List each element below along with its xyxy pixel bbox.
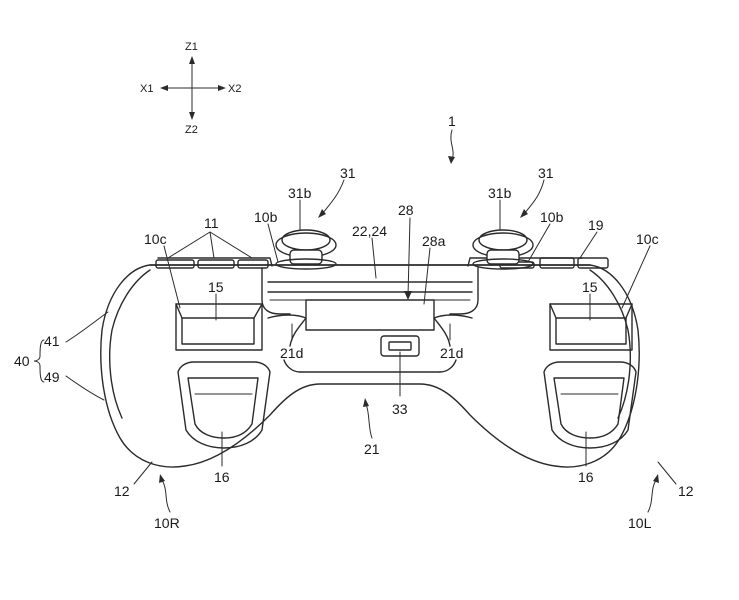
label-top-edge-right: 10b <box>540 209 564 225</box>
axis-indicator: Z1 Z2 X1 X2 <box>140 41 241 136</box>
controller-body <box>100 257 640 468</box>
label-trigger-lower-left: 16 <box>214 469 230 485</box>
label-stick-cap-right: 31b <box>488 185 512 201</box>
label-device: 1 <box>448 113 456 129</box>
label-stick-right: 31 <box>538 165 554 181</box>
analog-stick-left <box>275 229 337 270</box>
label-buttons: 11 <box>204 215 219 231</box>
label-trigger-lower-right: 16 <box>578 469 594 485</box>
label-top-edge-left: 10b <box>254 209 278 225</box>
trigger-lower-left <box>177 361 271 449</box>
axis-label-x1: X1 <box>140 83 153 95</box>
label-part-41: 41 <box>44 333 60 349</box>
label-trigger-upper-right: 15 <box>582 279 598 295</box>
label-grip-left: 12 <box>114 483 130 499</box>
axis-label-x2: X2 <box>228 83 241 95</box>
label-usb-port: 33 <box>392 401 408 417</box>
axis-label-z2: Z2 <box>185 124 198 136</box>
label-slope-right: 21d <box>440 345 463 361</box>
label-grip-right: 12 <box>678 483 694 499</box>
trigger-upper-left <box>175 303 263 351</box>
leader-lines <box>33 129 677 513</box>
analog-stick-right <box>472 229 534 270</box>
label-group-40: 40 <box>14 353 30 369</box>
label-slope-left: 21d <box>280 345 303 361</box>
label-shoulder-right: 10c <box>636 231 659 247</box>
label-light-bar-face: 28a <box>422 233 446 249</box>
label-grip-name-left: 10R <box>154 515 180 531</box>
reference-labels: 1 31 31 31b 31b 11 10b 10b 28 22,24 28a … <box>14 113 694 531</box>
label-stick-cap-left: 31b <box>288 185 312 201</box>
label-shoulder-left: 10c <box>144 231 167 247</box>
axis-label-z1: Z1 <box>185 41 198 53</box>
label-body-center: 21 <box>364 441 380 457</box>
trigger-lower-right <box>543 361 637 449</box>
label-center-part: 22,24 <box>352 223 387 239</box>
label-light-bar: 28 <box>398 202 414 218</box>
top-buttons-left <box>155 259 269 269</box>
label-right-button: 19 <box>588 217 604 233</box>
trigger-upper-right <box>549 303 633 351</box>
label-trigger-upper-left: 15 <box>208 279 224 295</box>
label-part-49: 49 <box>44 369 60 385</box>
label-grip-name-right: 10L <box>628 515 652 531</box>
label-stick-left: 31 <box>340 165 356 181</box>
